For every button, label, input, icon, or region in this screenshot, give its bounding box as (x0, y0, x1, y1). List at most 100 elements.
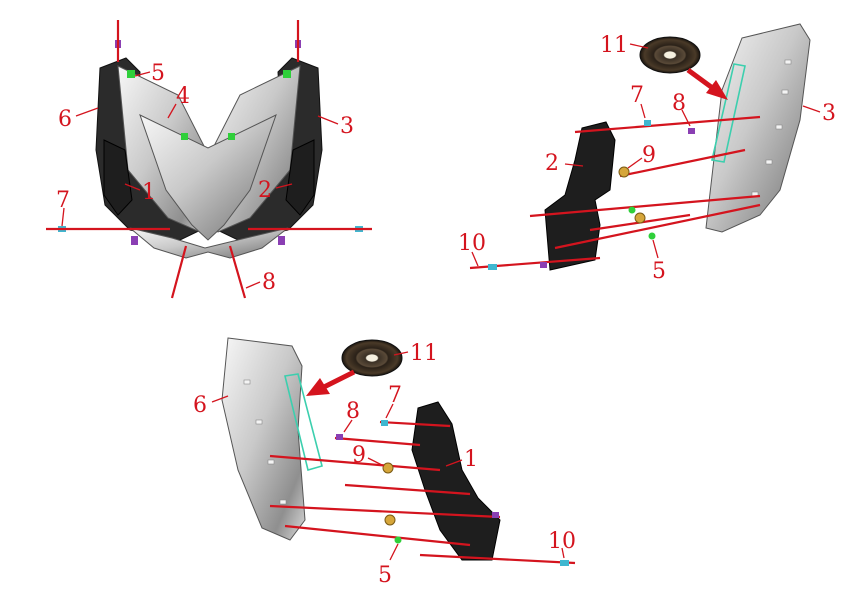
callout-leader (245, 281, 261, 289)
adhesive-tape-strip (711, 63, 746, 163)
adhesive-tape-strip (284, 373, 323, 471)
tape-roll (341, 339, 403, 377)
shell-slot (267, 459, 275, 465)
front-lower-chin (129, 227, 289, 259)
screw-cyan-icon (381, 420, 388, 426)
right-axis (554, 203, 761, 250)
callout-leader (343, 419, 353, 433)
left-axis (379, 420, 451, 428)
callout-leader (75, 107, 99, 117)
left-axis (269, 454, 441, 472)
callout-label: 6 (58, 107, 72, 132)
callout-label: 3 (340, 114, 354, 139)
callout-leader (393, 351, 409, 356)
callout-label: 2 (258, 178, 272, 203)
shell-slot (781, 89, 789, 95)
callout-leader (367, 457, 385, 467)
right-side-assembly: 11 7 8 3 2 9 10 5 (458, 23, 836, 284)
front-inner-bracket-left (103, 139, 133, 216)
right-axis (574, 115, 761, 134)
callout-label: 11 (410, 341, 438, 366)
callout-label: 8 (346, 399, 360, 424)
clip-green-icon (127, 70, 135, 78)
left-side-shell (221, 337, 306, 541)
left-side-assembly: 11 6 7 8 9 1 5 10 (193, 337, 576, 588)
callout-label: 7 (388, 383, 402, 408)
callout-label: 7 (56, 188, 70, 213)
callout-label: 2 (545, 151, 559, 176)
callout-leader (681, 109, 691, 127)
clip-green-icon (283, 70, 291, 78)
callout-label: 5 (151, 61, 165, 86)
shell-slot (765, 159, 773, 165)
front-axis (170, 245, 188, 299)
callout-leader (471, 251, 479, 267)
callout-leader (652, 239, 659, 259)
callout-label: 1 (464, 447, 478, 472)
callout-leader (629, 43, 649, 49)
screw-purple-icon (278, 236, 285, 245)
clip-green-icon (648, 232, 656, 240)
front-inner-bracket-right (285, 139, 315, 216)
callout-leader (640, 103, 646, 119)
shell-slot (775, 124, 783, 130)
callout-label: 3 (822, 101, 836, 126)
assembly-arrow-head (306, 378, 330, 396)
tape-roll (639, 36, 701, 74)
right-axis (619, 148, 746, 178)
left-axis (344, 483, 471, 496)
callout-leader (627, 157, 643, 169)
screw-purple-icon (336, 434, 343, 440)
left-axis (269, 504, 501, 519)
right-inner-bracket (544, 121, 616, 271)
shell-slot (243, 379, 251, 385)
grommet-gold-icon (618, 166, 630, 178)
clip-green-icon (628, 206, 636, 214)
callout-label: 9 (642, 143, 656, 168)
callout-label: 8 (672, 91, 686, 116)
shell-slot (784, 59, 792, 65)
callout-leader (167, 103, 177, 119)
callout-leader (802, 105, 821, 113)
callout-leader (385, 403, 394, 419)
callout-leader (564, 163, 584, 167)
clip-green-icon (181, 133, 188, 140)
callout-label: 7 (630, 83, 644, 108)
clip-green-icon (394, 536, 402, 544)
screw-cyan-icon (644, 120, 651, 126)
callout-leader (561, 547, 565, 559)
right-axis (529, 194, 761, 218)
callout-leader (134, 71, 151, 77)
screw-purple-icon (131, 236, 138, 245)
left-axis (284, 524, 471, 547)
callout-leader (275, 183, 293, 189)
callout-label: 6 (193, 393, 207, 418)
screw-cyan-icon (560, 560, 569, 566)
callout-label: 10 (458, 231, 486, 256)
front-axis (228, 245, 247, 299)
clip-green-icon (228, 133, 235, 140)
callout-label: 1 (142, 180, 156, 205)
grommet-gold-icon (384, 514, 396, 526)
shell-slot (279, 499, 287, 505)
grommet-gold-icon (634, 212, 646, 224)
grommet-gold-icon (382, 462, 394, 474)
left-axis (419, 553, 576, 565)
left-axis (334, 436, 421, 447)
callout-leader (389, 543, 399, 561)
screw-purple-icon (688, 128, 695, 134)
callout-label: 10 (548, 529, 576, 554)
shell-slot (255, 419, 263, 425)
left-inner-bracket (411, 401, 501, 561)
callout-label: 5 (652, 259, 666, 284)
callout-label: 5 (378, 563, 392, 588)
callout-leader (445, 459, 463, 467)
assembly-arrow-head (706, 80, 728, 100)
callout-label: 9 (352, 443, 366, 468)
callout-leader (61, 207, 65, 227)
callout-label: 4 (176, 84, 190, 109)
screw-purple-icon (492, 512, 499, 518)
callout-label: 11 (600, 33, 628, 58)
front-cover-assembly: 5 4 6 3 1 2 7 8 (46, 20, 372, 299)
